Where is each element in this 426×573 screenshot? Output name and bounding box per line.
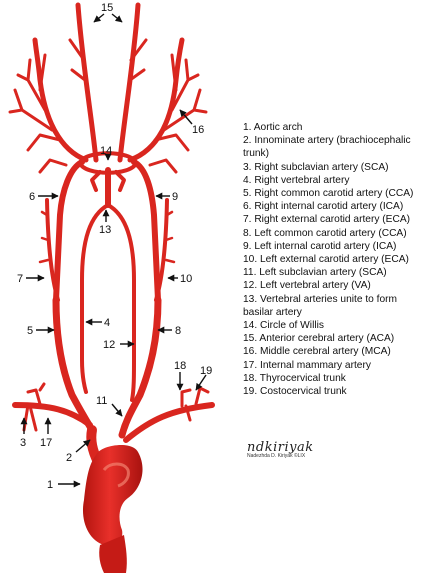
label-14: 14 bbox=[100, 145, 112, 157]
legend-item-left-vertebral: 12. Left vertebral artery (VA) bbox=[243, 280, 371, 292]
label-11: 11 bbox=[96, 395, 107, 407]
label-9: 9 bbox=[172, 191, 178, 203]
aortic-arch bbox=[82, 444, 143, 573]
label-8: 8 bbox=[175, 325, 181, 337]
arrow-11 bbox=[111, 403, 123, 417]
legend-item-innominate-artery: 2. Innominate artery (brachiocephalic tr… bbox=[243, 135, 411, 160]
left-internal-carotid-artery bbox=[131, 159, 161, 303]
arrow-15a bbox=[93, 13, 105, 23]
label-18: 18 bbox=[174, 360, 186, 372]
label-13: 13 bbox=[99, 224, 111, 236]
right-subclavian-artery bbox=[12, 402, 93, 428]
left-vertebral-artery bbox=[106, 203, 136, 402]
label-17: 17 bbox=[40, 437, 52, 449]
legend-item-left-eca: 10. Left external carotid artery (ECA) bbox=[243, 254, 409, 266]
legend-item-basilar: 13. Vertebral arteries unite to form bas… bbox=[243, 293, 398, 318]
label-19: 19 bbox=[200, 365, 212, 377]
arrow-19 bbox=[195, 374, 207, 391]
left-subclavian-artery bbox=[123, 402, 215, 443]
right-middle-cerebral-artery bbox=[32, 37, 89, 163]
signature-author: Nadezhda D. Kiriyak ©LIX bbox=[247, 453, 306, 459]
legend-item-left-subclavian: 11. Left subclavian artery (SCA) bbox=[243, 267, 387, 279]
legend-list: 1. Aortic arch 2. Innominate artery (bra… bbox=[243, 121, 423, 398]
label-7: 7 bbox=[17, 273, 23, 285]
legend-item-right-ica: 6. Right internal carotid artery (ICA) bbox=[243, 201, 404, 213]
label-1: 1 bbox=[47, 479, 53, 491]
label-4: 4 bbox=[104, 317, 110, 329]
label-2: 2 bbox=[66, 452, 72, 464]
legend-item-right-vertebral: 4. Right vertebral artery bbox=[243, 174, 350, 186]
label-3: 3 bbox=[20, 437, 26, 449]
legend-item-costocervical: 19. Costocervical trunk bbox=[243, 386, 347, 398]
right-internal-carotid-artery bbox=[53, 159, 85, 303]
legend-item-aortic-arch: 1. Aortic arch bbox=[243, 122, 303, 133]
legend-item-thyrocervical: 18. Thyrocervical trunk bbox=[243, 372, 346, 384]
legend-item-circle-of-willis: 14. Circle of Willis bbox=[243, 320, 324, 332]
arrow-15b bbox=[111, 13, 123, 23]
signature-name: ndkiriyak bbox=[247, 440, 314, 455]
label-5: 5 bbox=[27, 325, 33, 337]
label-10: 10 bbox=[180, 273, 192, 285]
legend-item-internal-mammary: 17. Internal mammary artery bbox=[243, 359, 371, 371]
legend-item-right-eca: 7. Right external carotid artery (ECA) bbox=[243, 214, 411, 226]
artist-signature: ndkiriyak Nadezhda D. Kiriyak ©LIX bbox=[247, 440, 327, 459]
left-common-carotid-artery bbox=[118, 296, 162, 439]
legend-item-right-cca: 5. Right common carotid artery (CCA) bbox=[243, 188, 414, 200]
legend-item-aca: 15. Anterior cerebral artery (ACA) bbox=[243, 333, 395, 345]
label-16: 16 bbox=[192, 124, 204, 136]
legend-item-right-subclavian: 3. Right subclavian artery (SCA) bbox=[243, 161, 389, 173]
label-6: 6 bbox=[29, 191, 35, 203]
label-15: 15 bbox=[101, 2, 113, 14]
legend-item-left-ica: 9. Left internal carotid artery (ICA) bbox=[243, 240, 397, 252]
right-anterior-cerebral-artery bbox=[75, 2, 99, 163]
right-vertebral-artery bbox=[80, 203, 110, 394]
arrow-2 bbox=[75, 439, 91, 453]
left-anterior-cerebral-artery bbox=[117, 2, 141, 163]
legend-item-left-cca: 8. Left common carotid artery (CCA) bbox=[243, 227, 407, 239]
legend-item-mca: 16. Middle cerebral artery (MCA) bbox=[243, 346, 391, 358]
label-12: 12 bbox=[103, 339, 115, 351]
left-middle-cerebral-artery bbox=[127, 37, 185, 163]
arrow-16 bbox=[179, 109, 193, 125]
